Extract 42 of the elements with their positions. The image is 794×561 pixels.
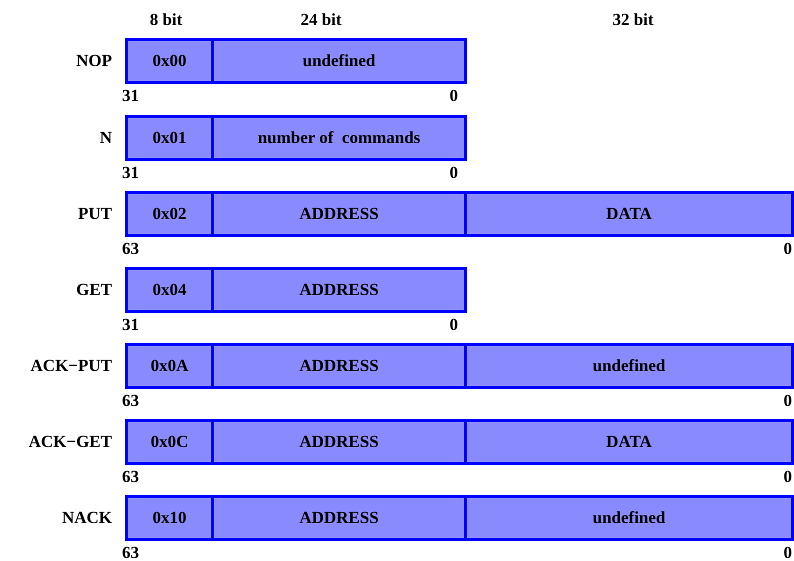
packet-field: 0x0C [125, 419, 214, 465]
bit-index-label: 0 [784, 467, 792, 487]
bit-index-label: 63 [122, 391, 139, 411]
bit-index-label: 63 [122, 543, 139, 561]
bit-index-label: 63 [122, 467, 139, 487]
bit-index-label: 0 [450, 315, 458, 335]
field-width-label: 8 bit [150, 10, 182, 30]
packet-field: ADDRESS [211, 495, 467, 541]
packet-field: DATA [464, 191, 794, 237]
packet-type-label: NACK [62, 508, 112, 528]
bit-index-label: 0 [450, 86, 458, 106]
packet-field: DATA [464, 419, 794, 465]
packet-field: ADDRESS [211, 419, 467, 465]
packet-field: ADDRESS [211, 267, 467, 313]
packet-field: undefined [464, 343, 794, 389]
packet-field: 0x02 [125, 191, 214, 237]
packet-field: ADDRESS [211, 343, 467, 389]
bit-index-label: 31 [122, 315, 139, 335]
packet-type-label: NOP [76, 51, 112, 71]
packet-field: ADDRESS [211, 191, 467, 237]
bit-index-label: 0 [784, 239, 792, 259]
packet-type-label: ACK−GET [28, 432, 112, 452]
packet-type-label: PUT [78, 204, 112, 224]
packet-field: undefined [464, 495, 794, 541]
bit-index-label: 31 [122, 86, 139, 106]
bit-index-label: 63 [122, 239, 139, 259]
packet-field: undefined [211, 38, 467, 84]
packet-field: 0x04 [125, 267, 214, 313]
bit-index-label: 31 [122, 163, 139, 183]
packet-field: 0x0A [125, 343, 214, 389]
packet-field: number of commands [211, 115, 467, 161]
packet-field: 0x10 [125, 495, 214, 541]
field-width-label: 32 bit [612, 10, 654, 30]
packet-type-label: ACK−PUT [30, 356, 112, 376]
field-width-label: 24 bit [300, 10, 342, 30]
packet-field: 0x01 [125, 115, 214, 161]
bit-index-label: 0 [784, 391, 792, 411]
packet-type-label: N [100, 128, 112, 148]
bit-index-label: 0 [784, 543, 792, 561]
packet-field: 0x00 [125, 38, 214, 84]
bit-index-label: 0 [450, 163, 458, 183]
packet-type-label: GET [76, 280, 112, 300]
